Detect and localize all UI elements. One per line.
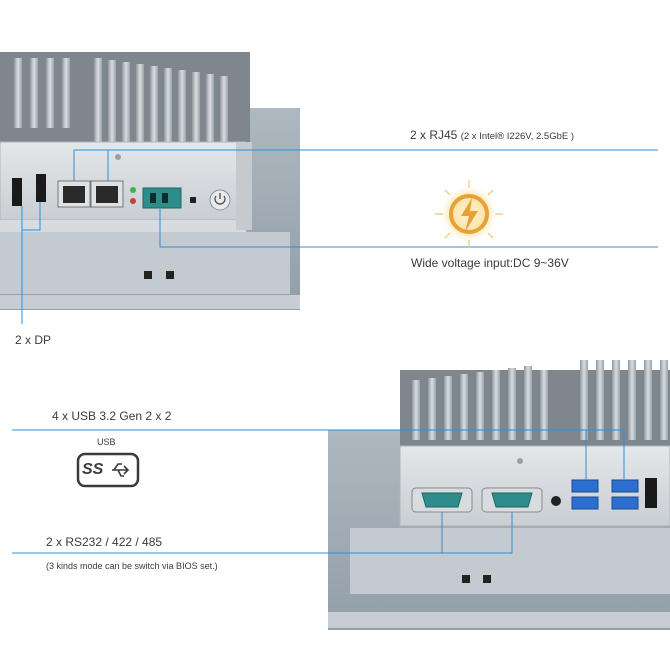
dp-label: 2 x DP: [15, 333, 52, 347]
bottom-heatsink-fins: [400, 360, 670, 450]
rj45-callout: 2 x RJ45 (2 x Intel® I226V, 2.5GbE ): [410, 128, 574, 142]
usb-logo-caption: USB: [97, 437, 116, 447]
usb-label: 4 x USB 3.2 Gen 2 x 2: [52, 409, 172, 423]
status-led-green: [130, 187, 136, 193]
power-lightning-icon: [435, 180, 503, 248]
serial-note: (3 kinds mode can be switch via BIOS set…: [46, 561, 218, 571]
usb-ports: [571, 479, 639, 510]
dp-ports: [12, 174, 46, 206]
serial-label: 2 x RS232 / 422 / 485: [46, 535, 163, 549]
bottom-dp-port: [645, 478, 657, 508]
callout-lines: [12, 149, 658, 554]
db9-serial-ports: [411, 487, 543, 513]
audio-jack: [551, 496, 561, 506]
dc-terminal-block: [142, 187, 182, 209]
rj45-label: 2 x RJ45: [410, 128, 458, 142]
rj45-detail: (2 x Intel® I226V, 2.5GbE ): [460, 131, 575, 142]
usb-superspeed-icon: [76, 452, 140, 488]
power-button-icon: [209, 189, 231, 211]
power-label: Wide voltage input:DC 9~36V: [411, 256, 569, 270]
rj45-ports: [57, 180, 124, 208]
status-led-red: [130, 198, 136, 204]
top-heatsink-fins: [0, 52, 250, 147]
usb-logo-text: SS: [82, 461, 104, 478]
